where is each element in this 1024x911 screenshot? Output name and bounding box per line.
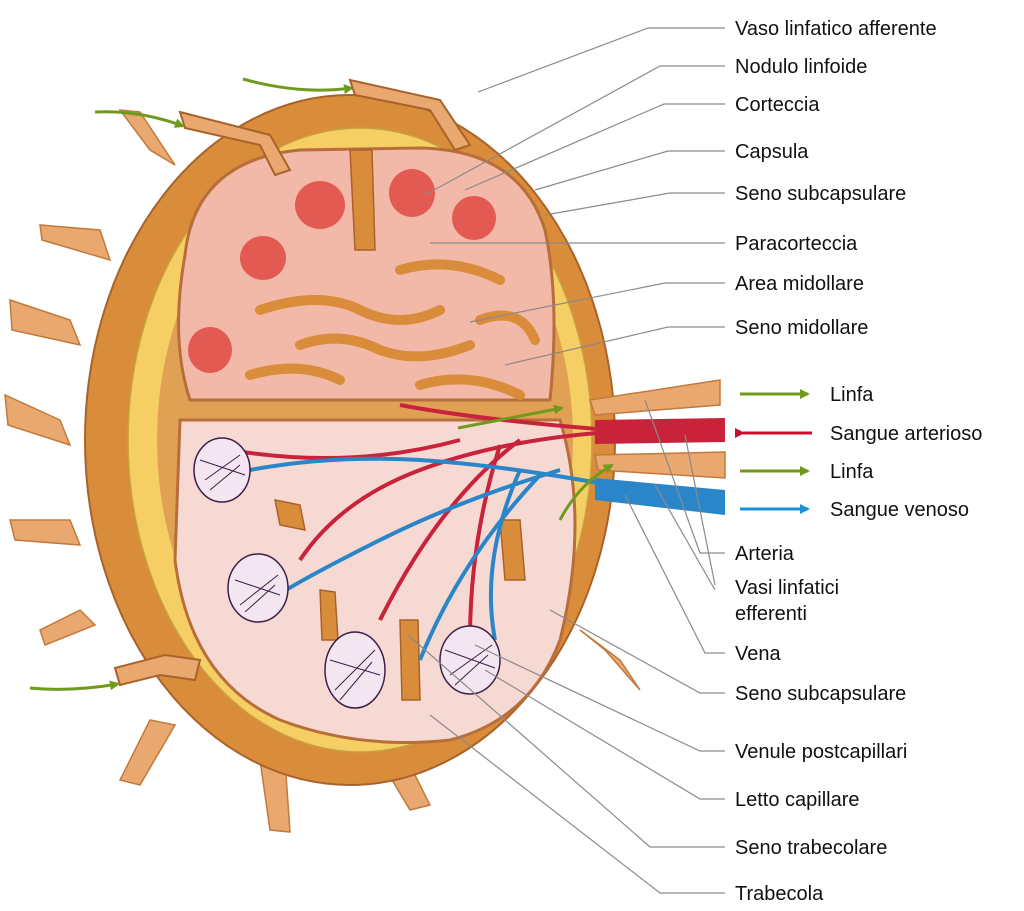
label-vaso-linfatico-afferente: Vaso linfatico afferente	[735, 18, 937, 40]
legend-label-linfa-2: Linfa	[830, 461, 874, 483]
legend-label-sangue-venoso: Sangue venoso	[830, 499, 969, 521]
label-letto-capillare: Letto capillare	[735, 789, 860, 811]
label-venule-postcapillari: Venule postcapillari	[735, 741, 907, 763]
hilum-vein	[595, 478, 725, 515]
capillary-beds	[193, 437, 501, 709]
label-vena: Vena	[735, 643, 781, 665]
veins	[249, 456, 611, 661]
capillary-mesh	[199, 454, 496, 701]
label-seno-trabecolare: Seno trabecolare	[735, 837, 887, 859]
labels: Vaso linfatico afferente Nodulo linfoide…	[735, 18, 937, 905]
label-trabecola: Trabecola	[735, 883, 824, 905]
medullary-cords	[245, 259, 540, 400]
legend: Linfa Sangue arterioso Linfa Sangue veno…	[735, 384, 982, 521]
efferent-lymphatic-1	[589, 379, 721, 416]
label-paracorteccia: Paracorteccia	[735, 233, 858, 255]
label-vasi-linfatici: Vasi linfatici	[735, 577, 839, 599]
perinodal-tissue	[4, 109, 641, 833]
top-trabecula	[349, 149, 376, 251]
arteries	[229, 403, 611, 641]
lymphoid-nodules	[188, 169, 496, 373]
label-seno-subcapsulare-top: Seno subcapsulare	[735, 183, 906, 205]
label-nodulo-linfoide: Nodulo linfoide	[735, 56, 867, 78]
medulla-trabeculae	[274, 499, 526, 701]
legend-label-sangue-arterioso: Sangue arterioso	[830, 423, 982, 445]
legend-label-linfa-1: Linfa	[830, 384, 874, 406]
label-efferenti: efferenti	[735, 603, 807, 625]
label-area-midollare: Area midollare	[735, 273, 864, 295]
lymph-flow-arrows	[29, 77, 614, 691]
label-corteccia: Corteccia	[735, 94, 820, 116]
label-seno-subcapsulare-bottom: Seno subcapsulare	[735, 683, 906, 705]
afferent-vessels	[113, 78, 472, 687]
label-capsula: Capsula	[735, 141, 809, 163]
leader-lines	[407, 27, 725, 894]
label-seno-midollare: Seno midollare	[735, 317, 868, 339]
label-arteria: Arteria	[735, 543, 795, 565]
hilum-artery	[595, 418, 725, 444]
